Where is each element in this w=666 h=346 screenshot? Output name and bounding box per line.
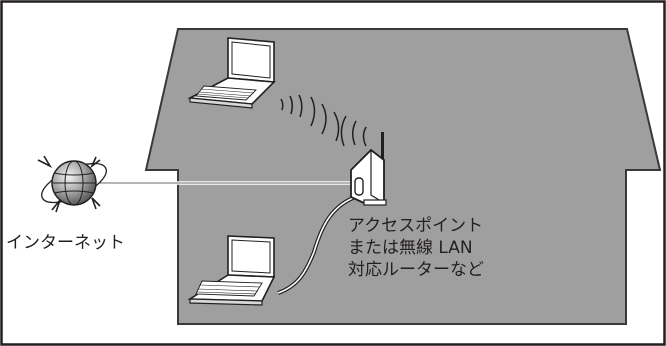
access-point-label-line-1: アクセスポイント: [348, 216, 484, 236]
laptop-icon-wired: [187, 235, 276, 306]
wireless-router-icon: [350, 132, 387, 206]
access-point-label: アクセスポイント または無線 LAN 対応ルーターなど: [348, 215, 484, 281]
access-point-label-line-3: 対応ルーターなど: [348, 260, 484, 280]
wifi-signal-icon: [280, 94, 367, 147]
internet-label: インターネット: [6, 233, 125, 253]
access-point-label-line-2: または無線 LAN: [348, 238, 473, 258]
laptop-icon-wireless: [187, 37, 276, 109]
globe-icon: [37, 155, 107, 213]
